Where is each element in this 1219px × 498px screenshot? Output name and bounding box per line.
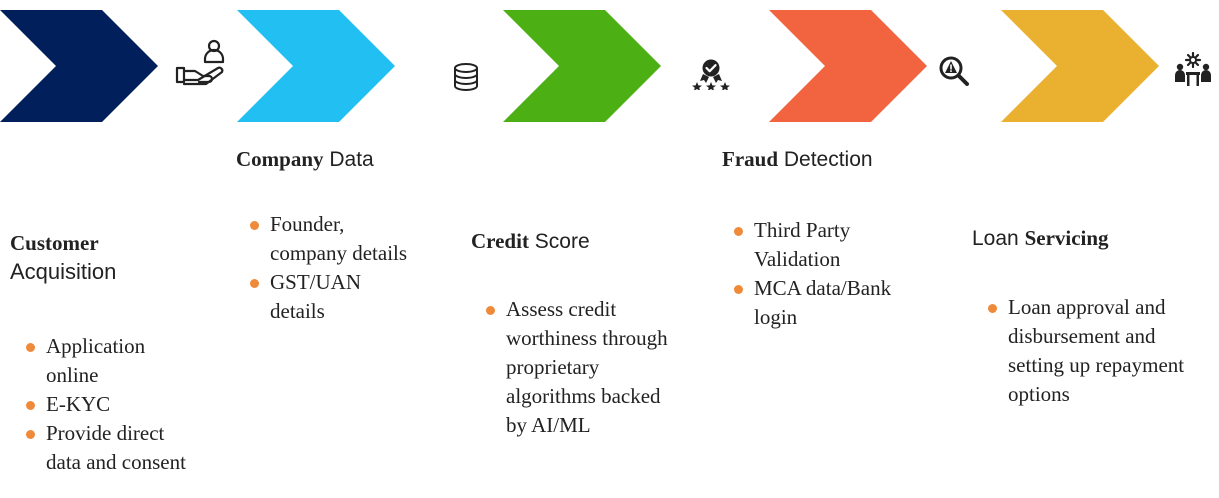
step-3-title-bold: Credit <box>471 229 529 253</box>
step-2-title-bold: Company <box>236 147 324 171</box>
step-1-bullet-3: Provide direct data and consent <box>22 419 202 477</box>
step-2-chevron <box>237 10 395 122</box>
step-4-chevron <box>769 10 927 122</box>
step-3-bullets: Assess credit worthiness through proprie… <box>482 295 682 440</box>
step-2-title: Company Data <box>236 146 374 173</box>
step-5-title-bold: Servicing <box>1024 226 1109 250</box>
step-4-bullets: Third Party Validation MCA data/Bank log… <box>730 216 930 332</box>
step-5-bullets: Loan approval and disbursement and setti… <box>984 293 1216 409</box>
step-1-bullet-1: Application online <box>22 332 202 390</box>
step-5-title: Loan Servicing <box>972 225 1109 252</box>
step-3-bullet-1: Assess credit worthiness through proprie… <box>482 295 682 440</box>
step-1-title: Customer Acquisition <box>10 230 116 288</box>
step-2-title-plain: Data <box>323 148 374 171</box>
step-2-bullets: Founder, company details GST/UAN details <box>246 210 416 326</box>
step-4-title-plain: Detection <box>778 148 873 171</box>
step-4-title: Fraud Detection <box>722 146 873 173</box>
step-1-title-bold: Customer <box>10 231 99 255</box>
step-4-bullet-2: MCA data/Bank login <box>730 274 930 332</box>
step-5-title-plain: Loan <box>972 227 1025 250</box>
step-1-chevron <box>0 10 158 122</box>
hand-user-icon <box>175 39 225 86</box>
step-1-title-plain: Acquisition <box>10 259 117 284</box>
step-4-bullet-1: Third Party Validation <box>730 216 930 274</box>
step-2-bullet-2: GST/UAN details <box>246 268 416 326</box>
step-3-title-plain: Score <box>528 230 590 253</box>
database-icon <box>454 63 478 91</box>
magnify-alert-icon <box>939 56 969 86</box>
step-4-title-bold: Fraud <box>722 147 779 171</box>
rating-badge-icon <box>692 59 730 90</box>
step-2-bullet-1: Founder, company details <box>246 210 416 268</box>
team-gear-icon <box>1175 52 1211 86</box>
step-3-chevron <box>503 10 661 122</box>
step-1-bullet-2: E-KYC <box>22 390 202 419</box>
step-5-bullet-1: Loan approval and disbursement and setti… <box>984 293 1216 409</box>
step-1-bullets: Application online E-KYC Provide direct … <box>22 332 202 477</box>
step-5-chevron <box>1001 10 1159 122</box>
step-3-title: Credit Score <box>471 228 590 255</box>
